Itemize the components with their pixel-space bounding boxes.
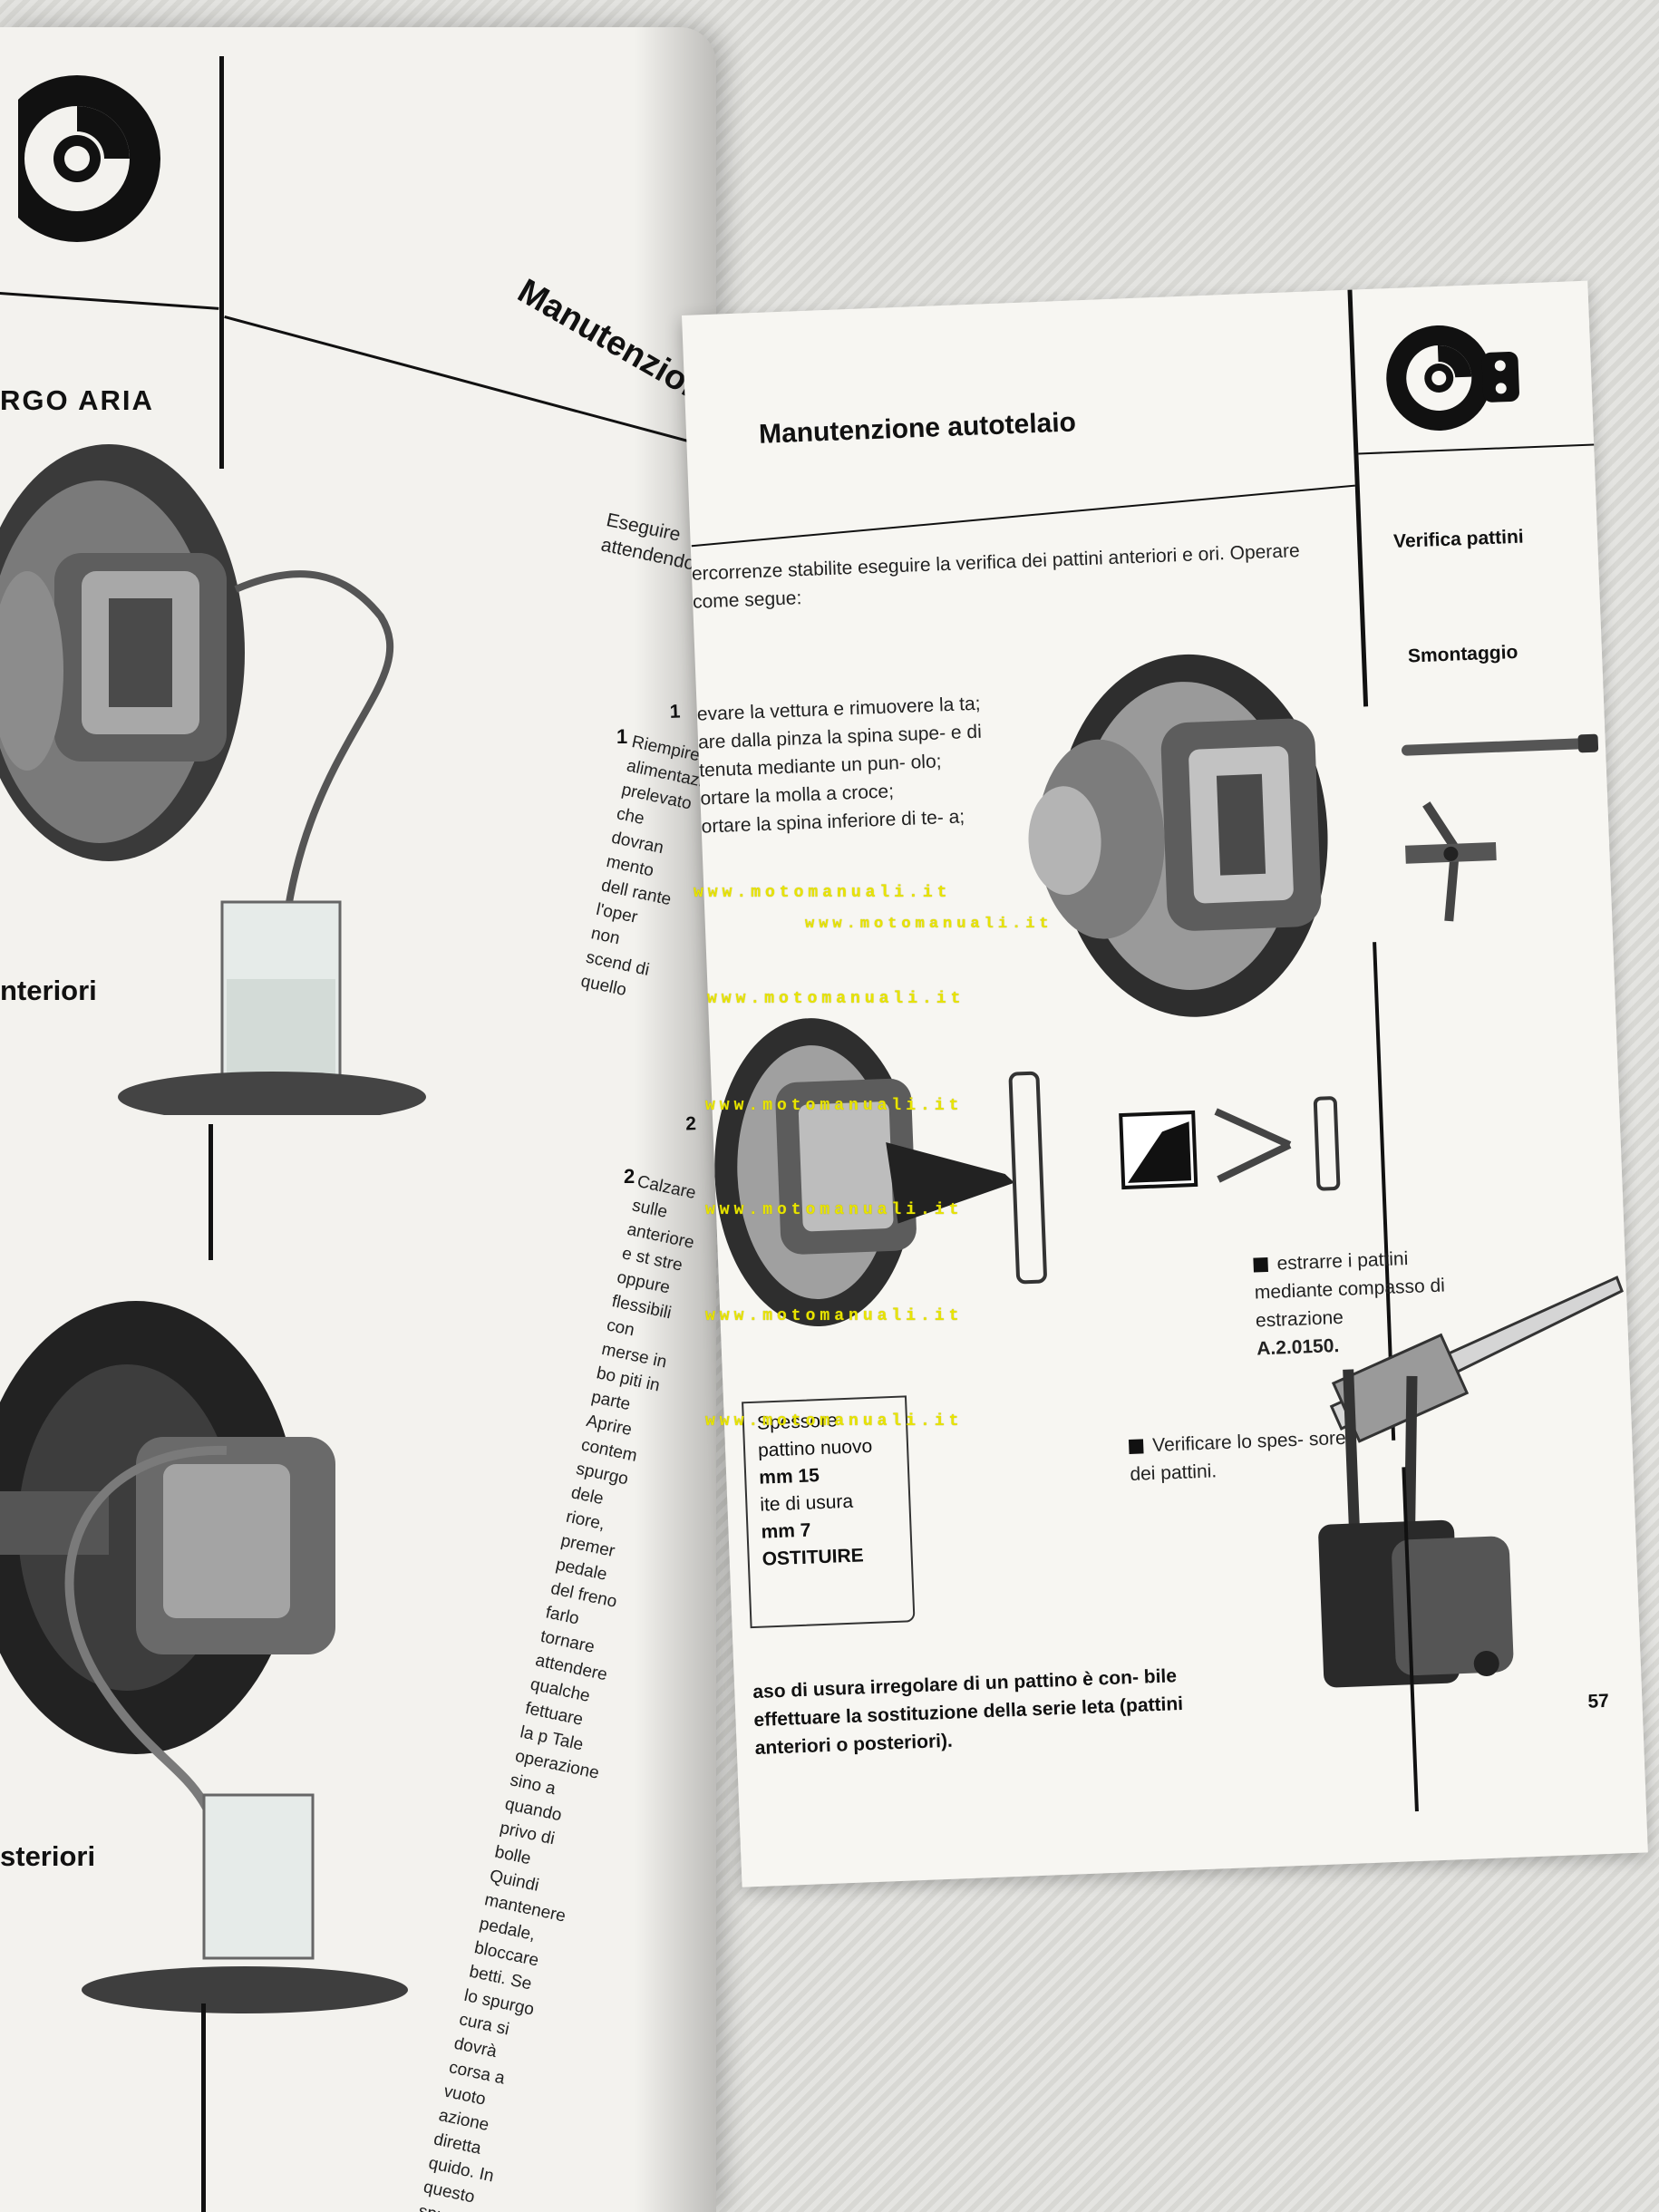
section-heading: RGO ARIA [0,384,154,416]
bullet-icon [1253,1257,1268,1274]
watermark: www.motomanuali.it [805,916,1053,933]
page-number: 57 [1587,1690,1610,1712]
wheel-hub-caliper-illustration [1028,654,1328,1017]
caption-rear: steriori [0,1840,96,1872]
watermark: www.motomanuali.it [705,1307,964,1325]
brake-disc-logo-icon [0,63,160,245]
column-divider [201,2003,206,2212]
bullet-icon [1128,1439,1144,1455]
column-divider [219,56,224,469]
watermark: www.motomanuali.it [707,990,965,1008]
header-rule [0,292,219,310]
step-1-instructions: evare la vettura e rimuovere la ta; are … [696,688,1028,841]
side-heading-verifica: Verifica pattini [1392,526,1525,553]
column-divider [209,1124,213,1260]
watermark: www.motomanuali.it [705,1201,964,1219]
watermark: www.motomanuali.it [705,1412,964,1431]
step-number: 1 [616,725,628,748]
step-number: 2 [684,1113,697,1135]
cross-spring-illustration [1405,801,1497,922]
header-rule [1358,443,1595,455]
rear-caliper-bleeding-illustration [0,1301,408,2013]
brake-pin-illustration [1402,733,1599,756]
intro-paragraph: ercorrenze stabilite eseguire la verific… [691,540,1301,613]
page-title: Manutenzione autotelaio [758,407,1077,450]
caption-front: nteriori [0,975,97,1006]
left-page: RGO ARIA Manutenzione nteriori steriori … [0,27,716,2212]
irregular-wear-note: aso di usura irregolare di un pattino è … [752,1665,1184,1760]
pad-and-tool-illustration [1119,1096,1341,1191]
column-divider [1347,289,1369,707]
right-page: Manutenzione autotelaio Verifica pattini… [669,280,1648,1887]
watermark: www.motomanuali.it [694,884,952,902]
vernier-caliper-illustration [1318,1276,1624,1688]
watermark: www.motomanuali.it [705,1097,964,1115]
front-caliper-bleeding-illustration [0,444,426,1115]
side-heading-smontaggio: Smontaggio [1407,641,1518,667]
step-number: 1 [669,701,681,723]
step-number: 2 [624,1165,635,1188]
pad-extraction-illustration [714,1018,1047,1327]
brake-disc-logo-icon [1386,325,1519,431]
